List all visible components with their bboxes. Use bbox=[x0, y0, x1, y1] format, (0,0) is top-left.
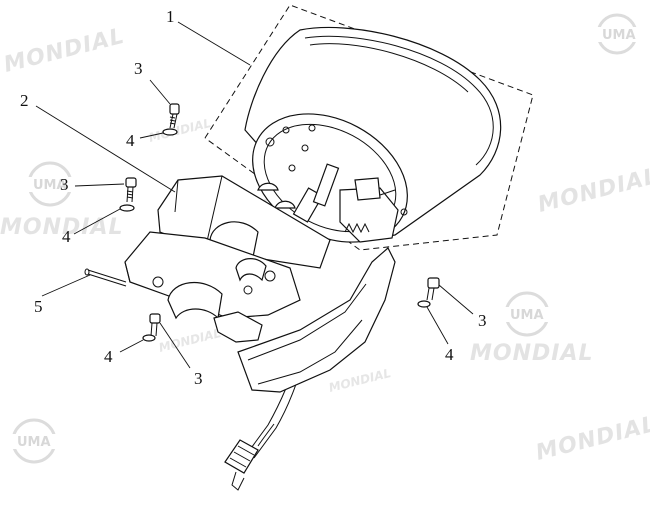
meter-rear-cover bbox=[237, 247, 396, 393]
uma-logo-watermark-left: UMA bbox=[27, 161, 73, 207]
svg-text:UMA: UMA bbox=[33, 178, 67, 193]
callout-part-3-right: 3 bbox=[478, 311, 487, 330]
callout-part-1: 1 bbox=[166, 7, 175, 26]
uma-logo-watermark-bottom-left: UMA bbox=[11, 418, 57, 464]
callout-part-3-top: 3 bbox=[134, 59, 143, 78]
svg-text:UMA: UMA bbox=[510, 308, 544, 323]
watermark-text-small-2: MONDIAL bbox=[147, 116, 212, 145]
leader-lines bbox=[35, 21, 474, 369]
callout-part-3-bottom: 3 bbox=[194, 369, 203, 388]
washer-left bbox=[119, 204, 135, 212]
svg-text:UMA: UMA bbox=[602, 28, 636, 43]
callout-labels: 1 2 3 4 3 4 5 4 3 3 4 bbox=[20, 7, 487, 388]
screw-bottom bbox=[149, 313, 161, 337]
callout-part-2: 2 bbox=[20, 91, 29, 110]
screw-right bbox=[426, 277, 440, 301]
screw-left bbox=[125, 177, 137, 203]
watermark-text-small-5: MONDIAL bbox=[157, 326, 222, 355]
watermark-text-right: MONDIAL bbox=[535, 164, 650, 218]
svg-text:UMA: UMA bbox=[17, 435, 51, 450]
callout-part-4-left: 4 bbox=[62, 227, 71, 246]
washer-bottom bbox=[142, 334, 156, 342]
callout-part-4-bottom: 4 bbox=[104, 347, 113, 366]
screw-top bbox=[169, 103, 180, 129]
washer-right bbox=[417, 300, 431, 308]
washer-top bbox=[162, 128, 178, 136]
callout-part-5: 5 bbox=[34, 297, 43, 316]
callout-part-3-left: 3 bbox=[60, 175, 69, 194]
wire-connector bbox=[224, 439, 259, 491]
callout-part-4-right: 4 bbox=[445, 345, 454, 364]
watermark-text-bottom-right: MONDIAL bbox=[533, 412, 650, 466]
meter-bracket bbox=[124, 175, 331, 343]
watermark-text-right-middle: MONDIAL bbox=[470, 341, 594, 366]
cotter-pin bbox=[84, 268, 127, 287]
speedometer-meter bbox=[244, 26, 502, 243]
watermark-text-small-6: MONDIAL bbox=[327, 366, 392, 395]
callout-part-4-top: 4 bbox=[126, 131, 135, 150]
uma-logo-watermark-right: UMA bbox=[504, 291, 550, 337]
watermark-text-top-left: MONDIAL bbox=[1, 24, 127, 78]
uma-logo-watermark-top-right: UMA bbox=[596, 13, 638, 55]
